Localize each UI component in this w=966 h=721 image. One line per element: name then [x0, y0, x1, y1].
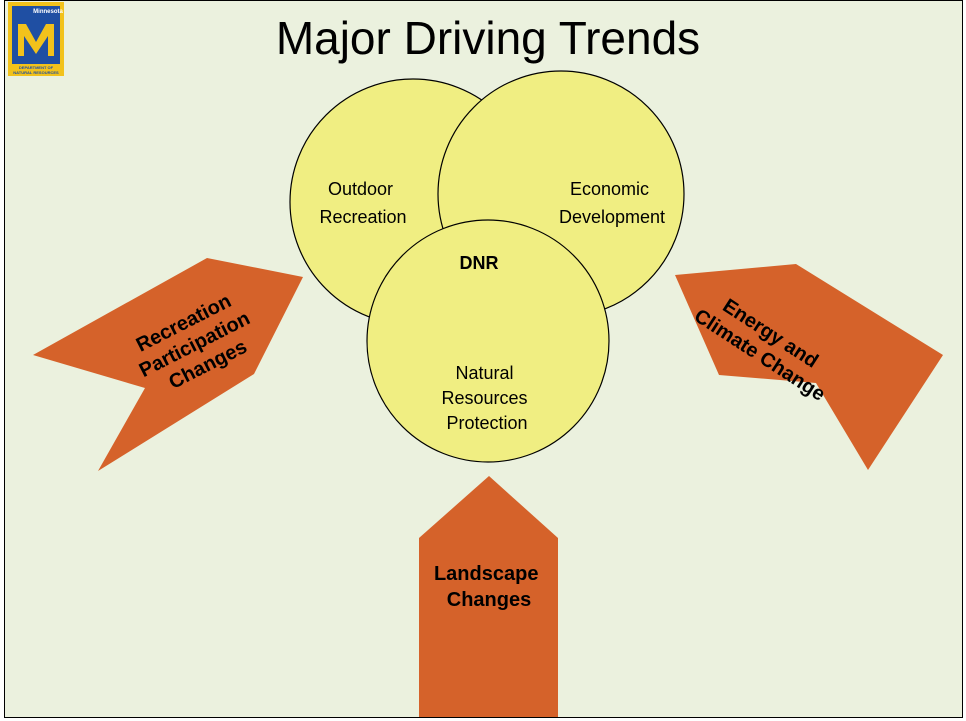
- landscape-arrow-line-1: Landscape: [434, 563, 538, 585]
- logo-m-shape: [18, 24, 54, 56]
- recreation-arrow-shape: [33, 258, 303, 471]
- economic-development-line-1: Economic: [570, 179, 649, 199]
- logo-dept-text-2: NATURAL RESOURCES: [13, 70, 59, 75]
- economic-development-label: Economic Development: [559, 179, 665, 227]
- outdoor-recreation-label: Outdoor Recreation: [319, 179, 406, 227]
- energy-climate-arrow: Energy and Climate Change: [675, 264, 943, 470]
- natural-resources-label: Natural Resources Protection: [441, 363, 532, 433]
- landscape-arrow-shape: [419, 476, 558, 717]
- dnr-center-label: DNR: [460, 253, 499, 273]
- outdoor-recreation-line-2: Recreation: [319, 207, 406, 227]
- natural-resources-circle: [366, 219, 610, 463]
- landscape-arrow-line-2: Changes: [447, 589, 531, 611]
- logo-state-text: Minnesota: [33, 9, 63, 15]
- natural-resources-line-3: Protection: [446, 413, 527, 433]
- recreation-participation-arrow: Recreation Participation Changes: [33, 258, 303, 471]
- trends-diagram: Recreation Participation Changes Energy …: [33, 70, 943, 717]
- energy-arrow-shape: [675, 264, 943, 470]
- slide: Major Driving Trends Minnesota DEPARTMEN…: [4, 0, 963, 718]
- slide-title: Major Driving Trends: [275, 12, 701, 64]
- economic-development-line-2: Development: [559, 207, 665, 227]
- logo-dept-text-1: DEPARTMENT OF: [19, 65, 54, 70]
- outdoor-recreation-line-1: Outdoor: [328, 179, 393, 199]
- natural-resources-shape: [366, 219, 610, 463]
- minnesota-dnr-logo: Minnesota DEPARTMENT OF NATURAL RESOURCE…: [8, 2, 64, 76]
- landscape-arrow: Landscape Changes: [419, 476, 558, 717]
- landscape-arrow-label: Landscape Changes: [434, 563, 544, 611]
- natural-resources-line-1: Natural: [455, 363, 513, 383]
- natural-resources-line-2: Resources: [441, 388, 527, 408]
